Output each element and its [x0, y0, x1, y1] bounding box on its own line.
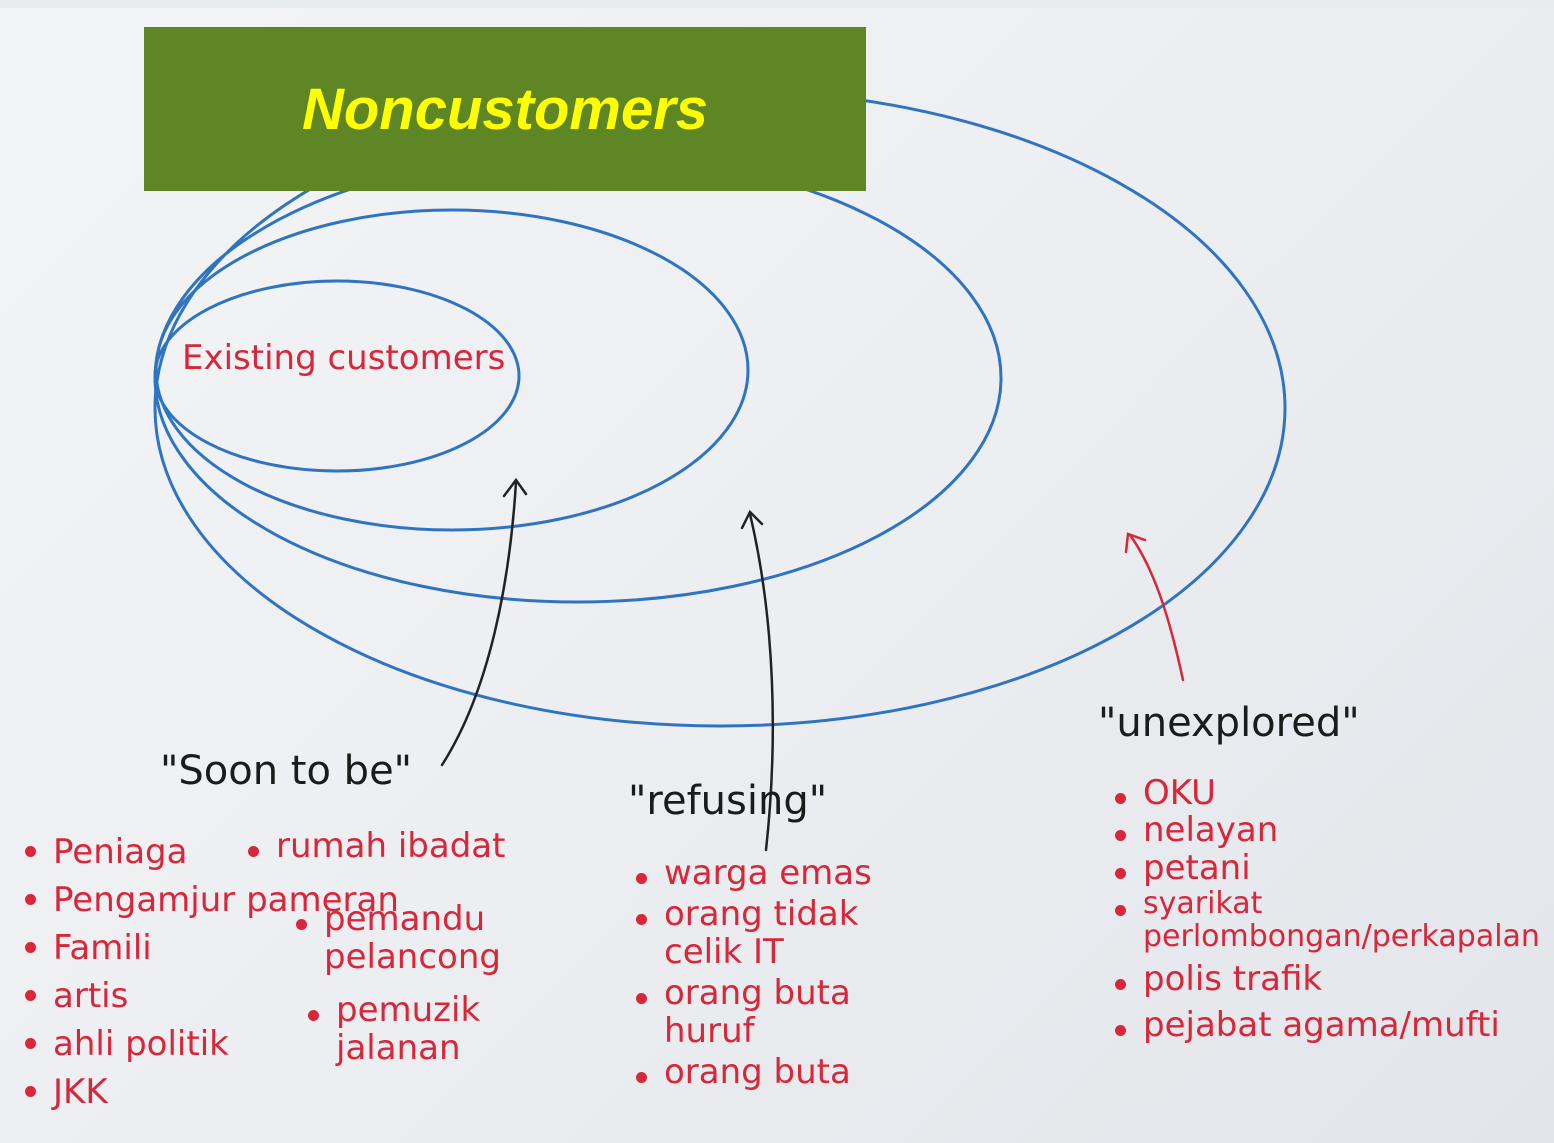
unexplored-list: OKU nelayan petani syarikat perlombongan…: [1115, 774, 1540, 1044]
list-item: artis: [25, 972, 399, 1020]
list-item: warga emas: [636, 854, 872, 892]
tier-ring-refusing: [153, 152, 1003, 604]
list-item: polis trafik: [1115, 960, 1500, 998]
list-item: pejabat agama/mufti: [1115, 1006, 1500, 1044]
tier-label-unexplored: "unexplored": [1098, 700, 1360, 746]
list-item: pemandu pelancong: [296, 901, 501, 976]
list-item: Famili: [25, 924, 399, 972]
list-item: ahli politik: [25, 1020, 399, 1068]
list-item: nelayan: [1115, 811, 1500, 849]
list-item: pemuzik jalanan: [308, 992, 496, 1067]
title-banner: Noncustomers: [144, 27, 866, 191]
tier-label-soon-to-be: "Soon to be": [160, 748, 413, 794]
list-item: Peniaga: [25, 828, 399, 876]
list-item: rumah ibadat: [248, 827, 505, 865]
list-item: syarikat perlombongan/perkapalan: [1115, 887, 1540, 953]
page-title: Noncustomers: [301, 76, 709, 142]
soon-to-be-list: Peniaga Pengamjur pameran Famili artis a…: [25, 828, 399, 1116]
list-item: JKK: [25, 1068, 399, 1116]
arrow-soon-to-be: [440, 477, 528, 767]
list-item: petani: [1115, 849, 1500, 887]
refusing-list: warga emas orang tidak celik IT orang bu…: [636, 854, 872, 1091]
list-item: orang tidak celik IT: [636, 896, 864, 971]
tier-label-refusing: "refusing": [628, 778, 828, 824]
list-item: orang buta huruf: [636, 975, 864, 1050]
arrow-refusing: [740, 509, 775, 852]
arrow-unexplored: [1124, 532, 1185, 682]
existing-customers-label: Existing customers: [182, 338, 506, 378]
list-item: orang buta: [636, 1053, 872, 1091]
existing-customers-ring: [153, 279, 521, 473]
list-item: Pengamjur pameran: [25, 876, 399, 924]
soon-to-be-list-2: rumah ibadat pemandu pelancong pemuzik j…: [248, 827, 505, 1067]
list-item: OKU: [1115, 774, 1500, 812]
